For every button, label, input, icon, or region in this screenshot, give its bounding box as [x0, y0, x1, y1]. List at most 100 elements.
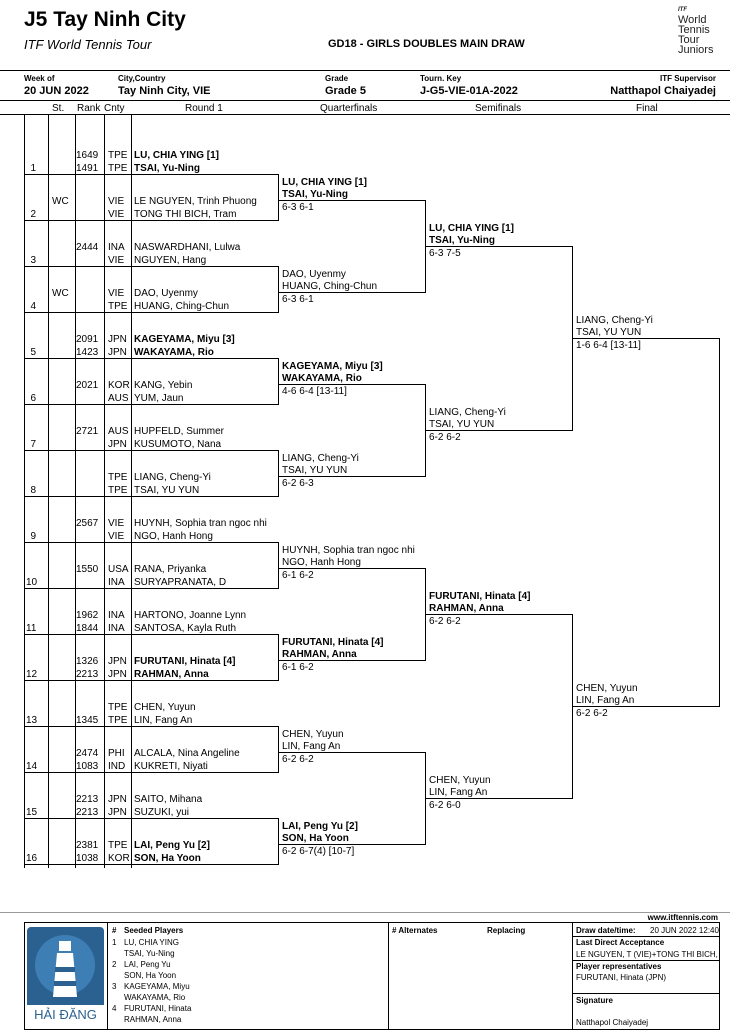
- divider: [572, 922, 573, 1030]
- rank: 2091: [76, 334, 99, 345]
- logo-line3: Tour: [678, 34, 700, 46]
- entry-number: 3: [30, 255, 36, 266]
- final-player[interactable]: LIN, Fang An: [576, 695, 635, 706]
- divider: [24, 450, 278, 451]
- divider: [75, 115, 76, 868]
- qf-player[interactable]: RAHMAN, Anna: [282, 649, 357, 660]
- player-name[interactable]: KUSUMOTO, Nana: [134, 439, 222, 450]
- sf-score: 6-2 6-2: [429, 616, 461, 627]
- player-name[interactable]: CHEN, Yuyun: [134, 702, 196, 713]
- player-name[interactable]: LIN, Fang An: [134, 715, 193, 726]
- week-label: Week of: [24, 74, 55, 83]
- qf-player[interactable]: NGO, Hanh Hong: [282, 557, 361, 568]
- qf-player[interactable]: SON, Ha Yoon: [282, 833, 349, 844]
- website[interactable]: www.itftennis.com: [647, 913, 718, 922]
- player-name[interactable]: TSAI, YU YUN: [134, 485, 200, 496]
- player-name[interactable]: KAGEYAMA, Miyu [3]: [134, 334, 235, 345]
- rank: 2444: [76, 242, 99, 253]
- bracket-line: [425, 384, 426, 477]
- bracket-line: [278, 726, 279, 773]
- player-name[interactable]: YUM, Jaun: [134, 393, 184, 404]
- bracket-line: [278, 358, 279, 405]
- bracket-line: [425, 752, 426, 845]
- bracket-line: [278, 634, 279, 681]
- player-name[interactable]: KUKRETI, Niyati: [134, 761, 208, 772]
- qf-player[interactable]: LIANG, Cheng-Yi: [282, 453, 359, 464]
- player-name[interactable]: NGO, Hanh Hong: [134, 531, 213, 542]
- sf-player[interactable]: RAHMAN, Anna: [429, 603, 504, 614]
- sf-player[interactable]: FURUTANI, Hinata [4]: [429, 591, 531, 602]
- lighthouse-icon: [35, 935, 95, 997]
- player-name[interactable]: NGUYEN, Hang: [134, 255, 207, 266]
- qf-player[interactable]: KAGEYAMA, Miyu [3]: [282, 361, 383, 372]
- player-name[interactable]: SURYAPRANATA, D: [134, 577, 227, 588]
- qf-player[interactable]: DAO, Uyenmy: [282, 269, 346, 280]
- col-round1: Round 1: [185, 103, 223, 114]
- seed-player: RAHMAN, Anna: [124, 1015, 182, 1024]
- country: JPN: [108, 807, 127, 818]
- signature-value: Natthapol Chaiyadej: [576, 1018, 649, 1027]
- qf-score: 6-2 6-7(4) [10-7]: [282, 846, 355, 857]
- player-name[interactable]: LE NGUYEN, Trinh Phuong: [134, 196, 257, 207]
- final-player[interactable]: TSAI, YU YUN: [576, 327, 642, 338]
- final-player[interactable]: LIANG, Cheng-Yi: [576, 315, 653, 326]
- entry-status: WC: [52, 288, 69, 299]
- sf-player[interactable]: TSAI, Yu-Ning: [429, 235, 495, 246]
- player-name[interactable]: LIANG, Cheng-Yi: [134, 472, 211, 483]
- player-name[interactable]: SON, Ha Yoon: [134, 853, 201, 864]
- player-name[interactable]: SAITO, Mihana: [134, 794, 203, 805]
- qf-player[interactable]: HUYNH, Sophia tran ngoc nhi: [282, 545, 415, 556]
- player-name[interactable]: HUPFELD, Summer: [134, 426, 225, 437]
- divider: [279, 660, 426, 661]
- bracket-line: [278, 266, 279, 313]
- seed-player: SON, Ha Yoon: [124, 971, 177, 980]
- sf-player[interactable]: LU, CHIA YING [1]: [429, 223, 515, 234]
- qf-score: 6-3 6-1: [282, 202, 314, 213]
- player-name[interactable]: DAO, Uyenmy: [134, 288, 198, 299]
- player-name[interactable]: HARTONO, Joanne Lynn: [134, 610, 247, 621]
- seed-number: 1: [112, 938, 117, 947]
- qf-player[interactable]: CHEN, Yuyun: [282, 729, 344, 740]
- qf-player[interactable]: WAKAYAMA, Rio: [282, 373, 362, 384]
- draw-date-label: Draw date/time:: [576, 926, 636, 935]
- entry-number: 15: [26, 807, 38, 818]
- qf-player[interactable]: HUANG, Ching-Chun: [282, 281, 378, 292]
- qf-player[interactable]: TSAI, Yu-Ning: [282, 189, 348, 200]
- qf-player[interactable]: LU, CHIA YING [1]: [282, 177, 368, 188]
- country: VIE: [108, 518, 125, 529]
- divider: [279, 568, 426, 569]
- player-name[interactable]: SUZUKI, yui: [134, 807, 190, 818]
- player-name[interactable]: HUYNH, Sophia tran ngoc nhi: [134, 518, 267, 529]
- bracket-line: [425, 568, 426, 661]
- player-name[interactable]: LAI, Peng Yu [2]: [134, 840, 210, 851]
- player-name[interactable]: LU, CHIA YING [1]: [134, 150, 220, 161]
- city-value: Tay Ninh City, VIE: [118, 85, 211, 97]
- sf-player[interactable]: LIN, Fang An: [429, 787, 488, 798]
- player-name[interactable]: WAKAYAMA, Rio: [134, 347, 214, 358]
- sf-player[interactable]: LIANG, Cheng-Yi: [429, 407, 506, 418]
- sf-player[interactable]: TSAI, YU YUN: [429, 419, 495, 430]
- player-name[interactable]: SANTOSA, Kayla Ruth: [134, 623, 237, 634]
- player-name[interactable]: NASWARDHANI, Lulwa: [134, 242, 241, 253]
- player-name[interactable]: HUANG, Ching-Chun: [134, 301, 230, 312]
- player-name[interactable]: RAHMAN, Anna: [134, 669, 209, 680]
- player-name[interactable]: FURUTANI, Hinata [4]: [134, 656, 236, 667]
- country: PHI: [108, 748, 125, 759]
- player-name[interactable]: ALCALA, Nina Angeline: [134, 748, 240, 759]
- qf-player[interactable]: FURUTANI, Hinata [4]: [282, 637, 384, 648]
- seed-player: TSAI, Yu-Ning: [124, 949, 175, 958]
- qf-player[interactable]: LIN, Fang An: [282, 741, 341, 752]
- player-name[interactable]: TONG THI BICH, Tram: [134, 209, 237, 220]
- final-player[interactable]: CHEN, Yuyun: [576, 683, 638, 694]
- sf-player[interactable]: CHEN, Yuyun: [429, 775, 491, 786]
- qf-player[interactable]: LAI, Peng Yu [2]: [282, 821, 358, 832]
- player-name[interactable]: RANA, Priyanka: [134, 564, 207, 575]
- rank: 1962: [76, 610, 99, 621]
- divider: [104, 115, 105, 868]
- divider: [24, 772, 278, 773]
- player-name[interactable]: TSAI, Yu-Ning: [134, 163, 200, 174]
- sf-score: 6-2 6-0: [429, 800, 461, 811]
- player-name[interactable]: KANG, Yebin: [134, 380, 193, 391]
- qf-player[interactable]: TSAI, YU YUN: [282, 465, 348, 476]
- final-score: 1-6 6-4 [13-11]: [576, 340, 641, 351]
